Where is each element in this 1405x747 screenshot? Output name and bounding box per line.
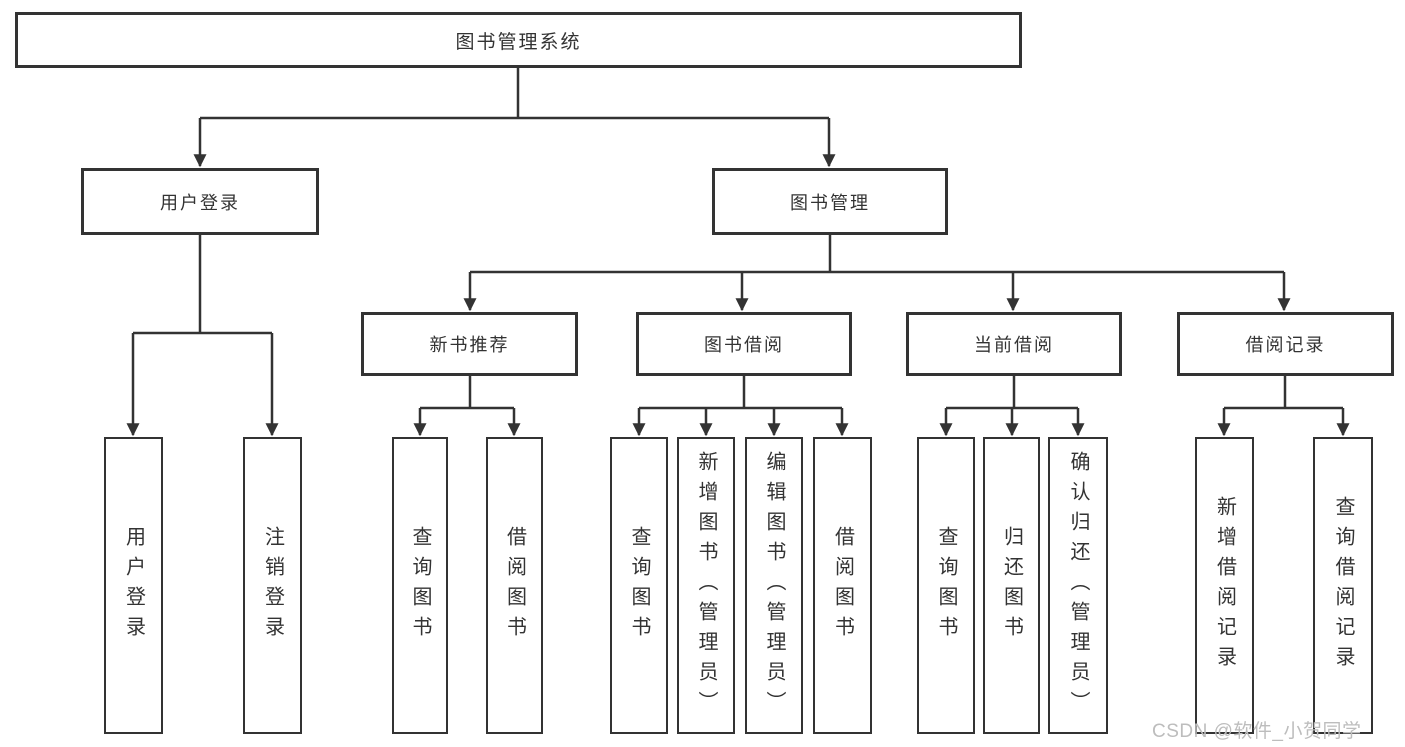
leaf-current-query-books-label: 查询图书 <box>935 525 957 646</box>
leaf-borrowing-query-books-label: 查询图书 <box>628 525 650 646</box>
node-book-management-label: 图书管理 <box>790 192 870 213</box>
node-book-borrowing-label: 图书借阅 <box>704 335 784 355</box>
leaf-current-query-books: 查询图书 <box>917 437 975 734</box>
leaf-borrowing-add-books-admin: 新增图书（管理员） <box>677 437 735 734</box>
leaf-records-query-record-label: 查询借阅记录 <box>1332 495 1354 676</box>
leaf-current-return-books: 归还图书 <box>983 437 1040 734</box>
leaf-records-add-record: 新增借阅记录 <box>1195 437 1254 734</box>
leaf-logout: 注销登录 <box>243 437 302 734</box>
node-book-management: 图书管理 <box>712 168 948 235</box>
node-user-login-label: 用户登录 <box>160 192 240 213</box>
leaf-borrowing-add-books-admin-label: 新增图书（管理员） <box>695 450 717 721</box>
node-current-borrowing-label: 当前借阅 <box>974 335 1054 355</box>
leaf-logout-label: 注销登录 <box>261 525 284 646</box>
node-borrow-records-label: 借阅记录 <box>1245 335 1326 355</box>
leaf-borrowing-edit-books-admin: 编辑图书（管理员） <box>745 437 803 734</box>
leaf-current-confirm-return-admin-label: 确认归还（管理员） <box>1067 450 1089 721</box>
node-new-book-recommend-label: 新书推荐 <box>429 335 510 355</box>
leaf-records-query-record: 查询借阅记录 <box>1313 437 1373 734</box>
leaf-current-confirm-return-admin: 确认归还（管理员） <box>1048 437 1108 734</box>
node-new-book-recommend: 新书推荐 <box>361 312 578 376</box>
leaf-borrowing-query-books: 查询图书 <box>610 437 668 734</box>
leaf-borrowing-borrow-books: 借阅图书 <box>813 437 872 734</box>
leaf-user-login-label: 用户登录 <box>122 525 145 646</box>
leaf-borrowing-borrow-books-label: 借阅图书 <box>831 525 854 646</box>
node-root: 图书管理系统 <box>15 12 1022 68</box>
leaf-newbooks-query-books: 查询图书 <box>392 437 448 734</box>
leaf-newbooks-query-books-label: 查询图书 <box>409 525 431 646</box>
node-user-login: 用户登录 <box>81 168 319 235</box>
node-book-borrowing: 图书借阅 <box>636 312 852 376</box>
csdn-watermark: CSDN @软件_小贺同学 <box>1152 721 1362 742</box>
leaf-newbooks-borrow-books-label: 借阅图书 <box>503 525 526 646</box>
leaf-user-login: 用户登录 <box>104 437 163 734</box>
node-borrow-records: 借阅记录 <box>1177 312 1394 376</box>
node-current-borrowing: 当前借阅 <box>906 312 1122 376</box>
leaf-records-add-record-label: 新增借阅记录 <box>1213 495 1236 676</box>
node-root-label: 图书管理系统 <box>455 31 582 53</box>
leaf-current-return-books-label: 归还图书 <box>1000 525 1023 646</box>
leaf-borrowing-edit-books-admin-label: 编辑图书（管理员） <box>763 450 785 721</box>
leaf-newbooks-borrow-books: 借阅图书 <box>486 437 543 734</box>
